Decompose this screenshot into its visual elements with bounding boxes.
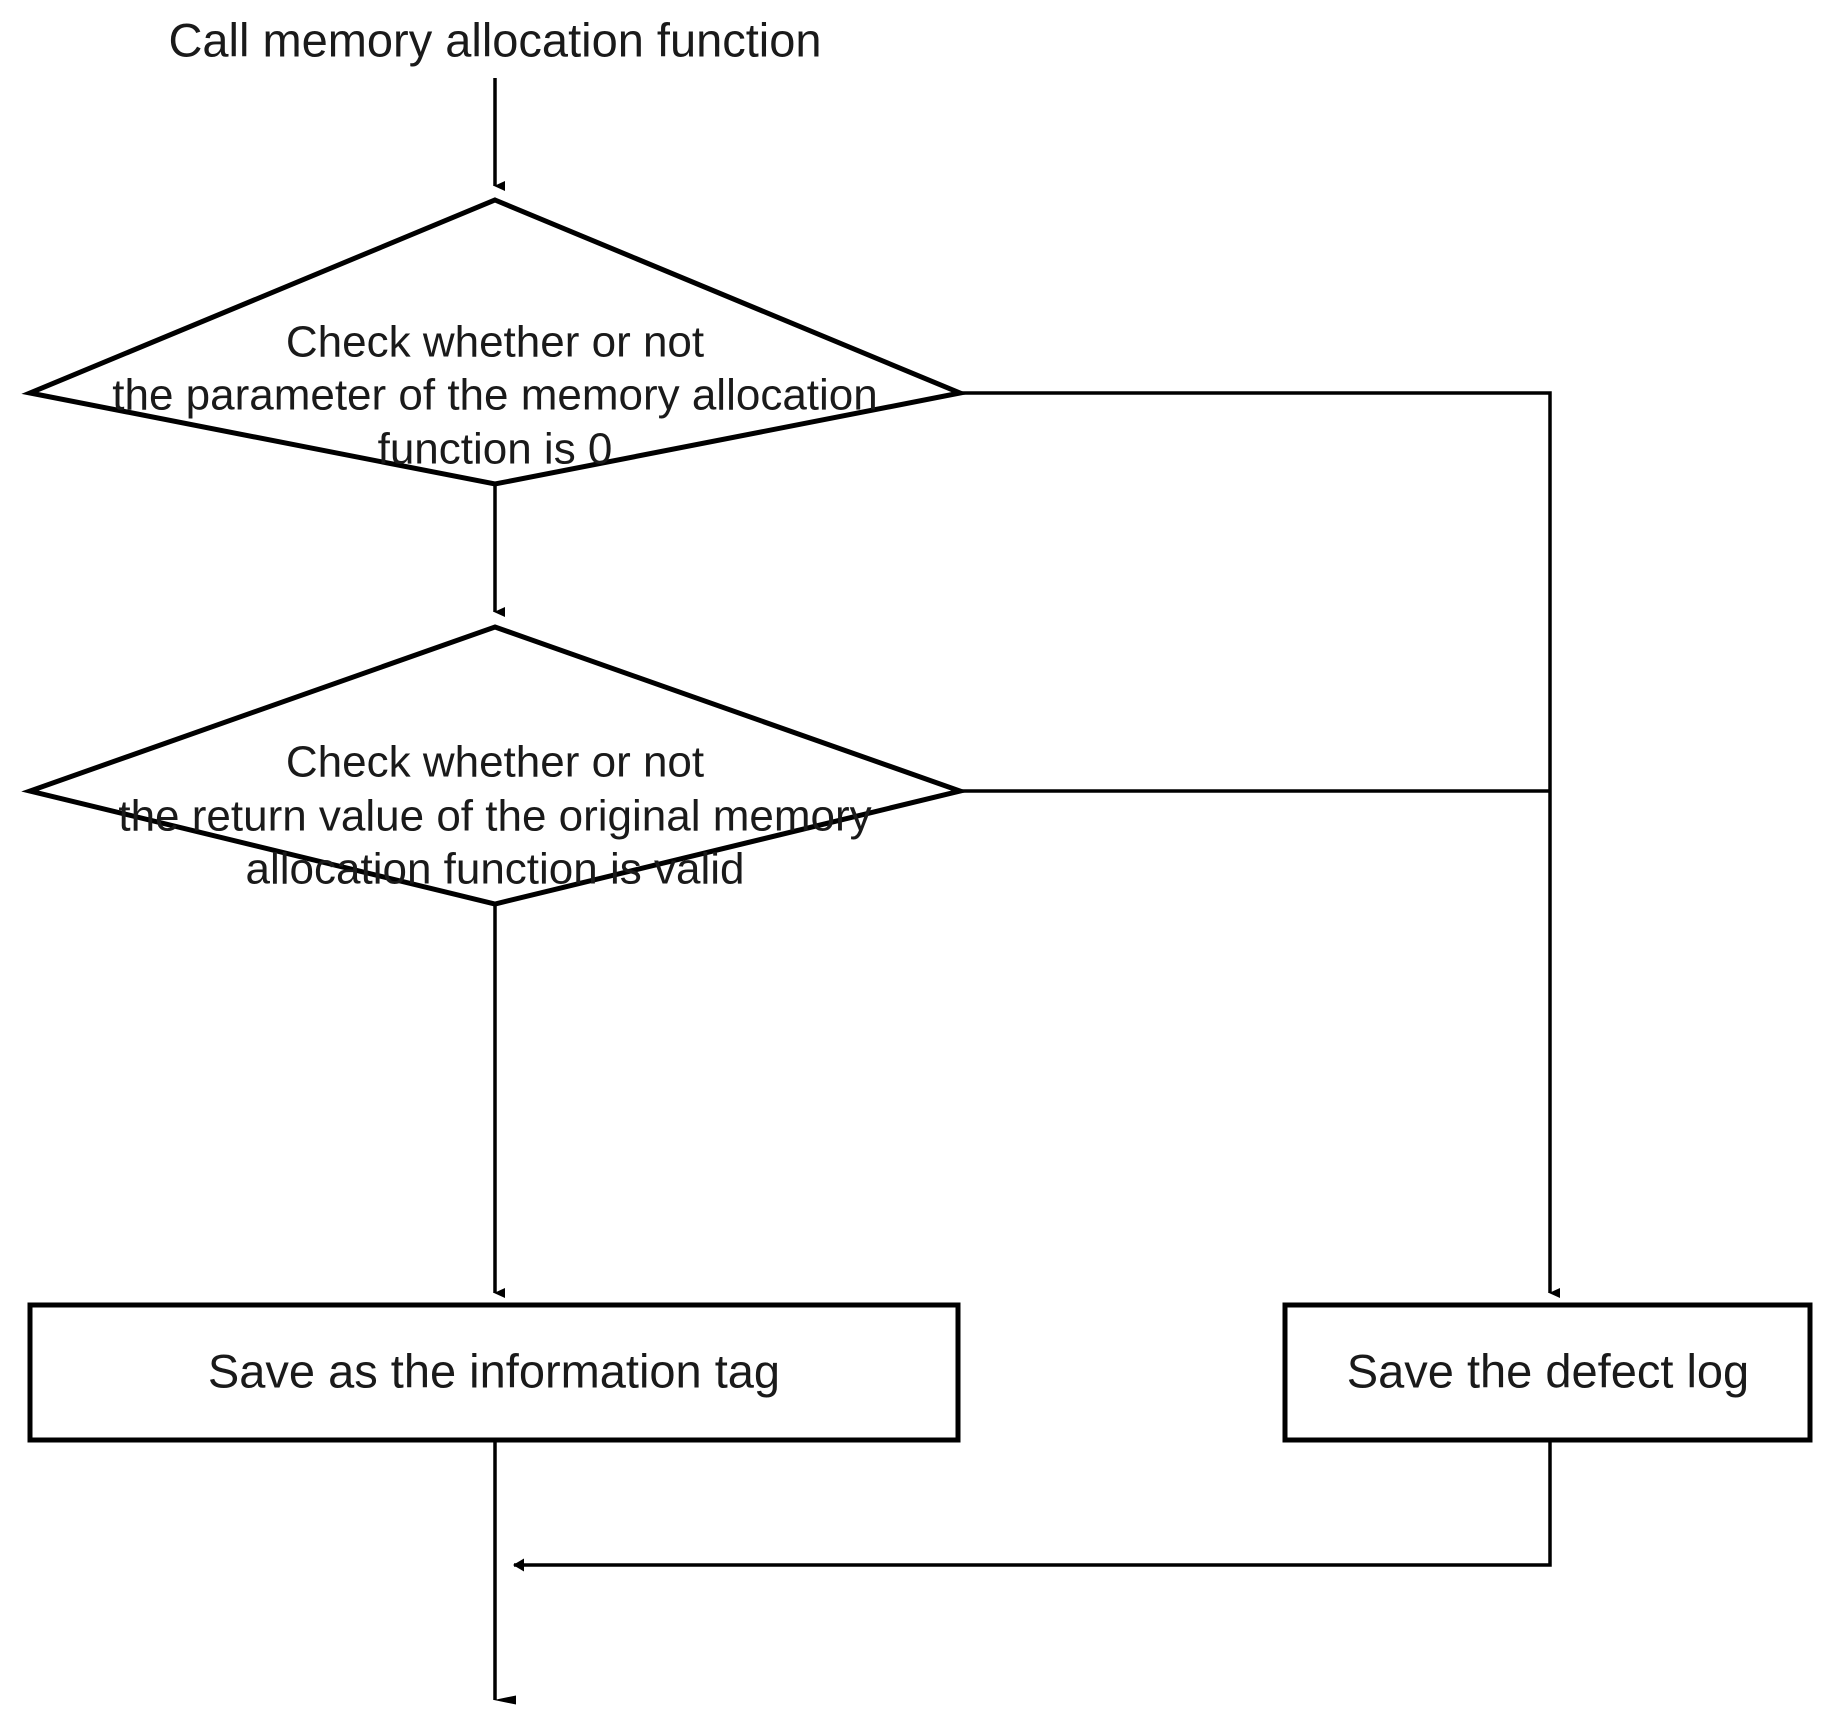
decision1-line3: function is 0 bbox=[378, 425, 613, 474]
process-node-defect-log[interactable] bbox=[1282, 1302, 1813, 1443]
decision2-line1: Check whether or not bbox=[286, 738, 704, 787]
start-label: Call memory allocation function bbox=[168, 13, 821, 66]
edge-decision1-to-defect-log bbox=[960, 391, 1560, 1298]
process-information-tag-label: Save as the information tag bbox=[208, 1344, 780, 1397]
decision1-line1: Check whether or not bbox=[286, 318, 704, 367]
decision1-line2: the parameter of the memory allocation bbox=[112, 371, 878, 420]
process-defect-log-label: Save the defect log bbox=[1347, 1344, 1749, 1397]
decision2-line2: the return value of the original memory bbox=[118, 792, 871, 841]
edge-defect-log-to-exit bbox=[513, 1440, 1552, 1572]
decision2-line3: allocation function is valid bbox=[246, 845, 745, 894]
